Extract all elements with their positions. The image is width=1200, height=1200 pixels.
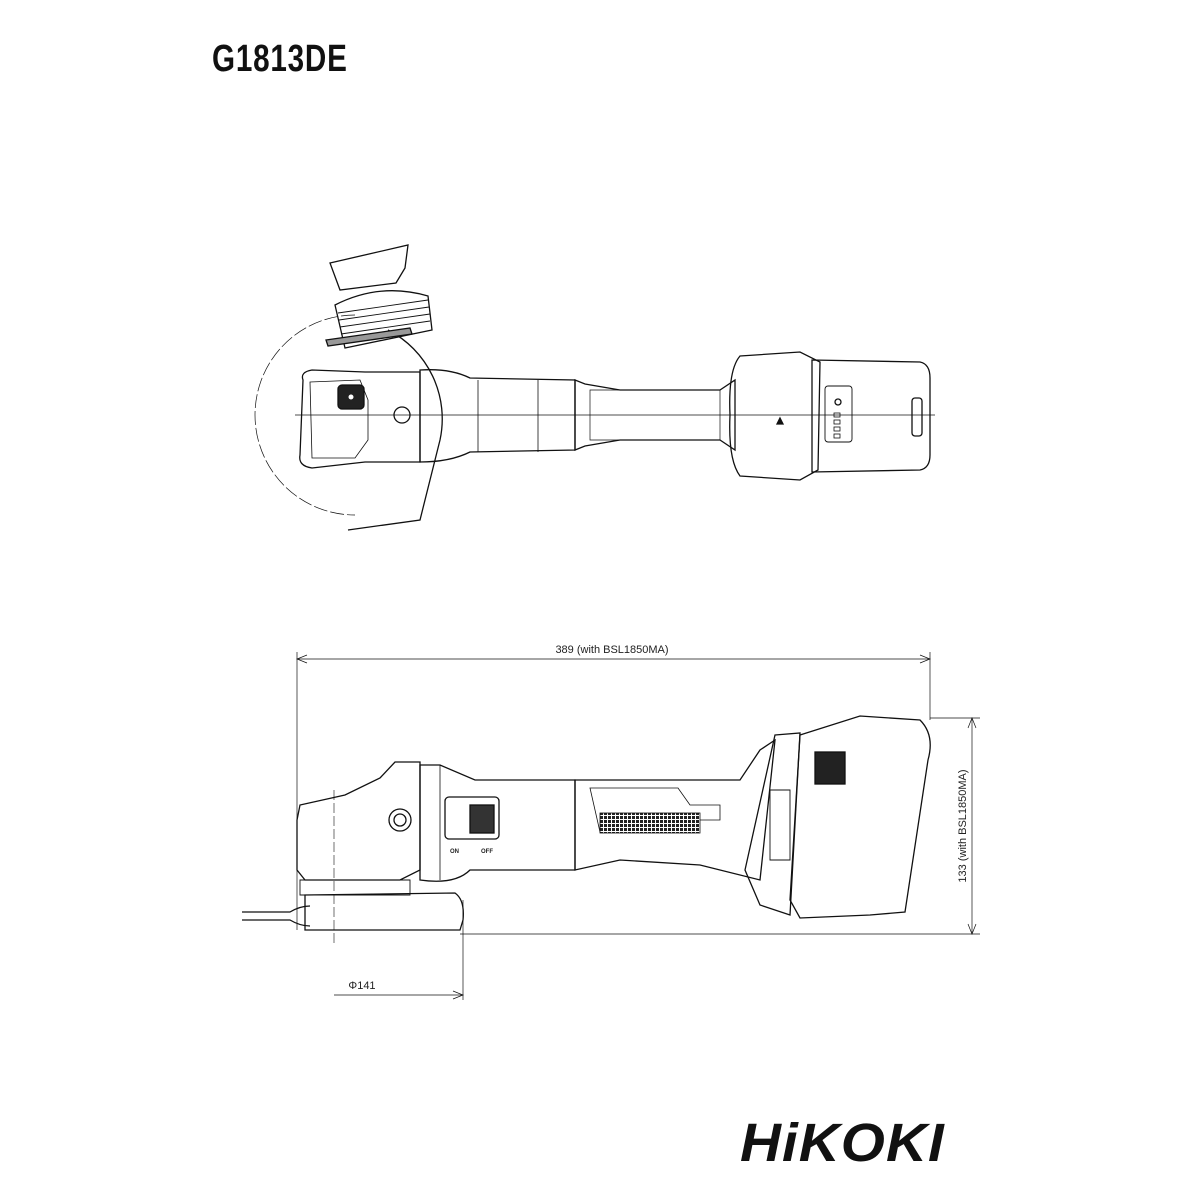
battery-mount — [744, 732, 801, 916]
motor-housing — [419, 764, 576, 882]
dimension-arrows — [296, 654, 931, 664]
disc-dimension-label: Φ141 — [348, 980, 375, 992]
gear-head — [296, 761, 421, 881]
battery-level-leds — [833, 412, 841, 439]
power-switch — [444, 796, 500, 840]
top-view — [254, 244, 935, 531]
switch-slider — [469, 804, 495, 834]
battery-mount — [729, 351, 821, 481]
battery-check-icon — [834, 398, 842, 406]
disc-outline — [254, 314, 356, 516]
spindle-lock-button — [388, 808, 412, 832]
spindle-lock-inner — [393, 813, 407, 827]
battery-indicator-panel — [824, 385, 853, 443]
wheel-guard — [304, 892, 464, 931]
gear-base — [299, 879, 411, 896]
side-handle-grip — [329, 244, 409, 291]
side-handle-flange — [325, 327, 413, 347]
battery-latch — [911, 397, 923, 437]
side-view: 389 (with BSL1850MA) 133 (with BSL1850MA… — [242, 644, 980, 1000]
thread-lines — [337, 299, 431, 335]
battery-pack — [789, 715, 931, 919]
gear-head-panel — [309, 379, 369, 459]
length-dimension-label: 389 (with BSL1850MA) — [555, 644, 668, 656]
switch-off-label: OFF — [481, 849, 493, 855]
model-title: G1813DE — [212, 38, 348, 80]
handle-grip — [574, 378, 736, 452]
battery-release-button — [814, 751, 846, 785]
arrow-mark-icon — [775, 416, 785, 425]
battery-pack — [811, 359, 931, 473]
dimension-arrows — [967, 717, 977, 935]
handle-grip — [574, 738, 776, 881]
height-dimension-label: 133 (with BSL1850MA) — [957, 769, 969, 882]
spindle-lock-dot — [348, 394, 354, 400]
motor-housing — [419, 369, 576, 463]
grip-inner — [589, 389, 721, 441]
grip-texture — [599, 812, 701, 834]
side-handle-threads — [334, 290, 433, 349]
disc-edge — [242, 905, 311, 927]
spindle-icon — [393, 406, 411, 424]
hikoki-logo: HiKOKI — [740, 1113, 945, 1173]
dimension-arrow — [452, 990, 464, 1000]
wheel-guard — [347, 329, 443, 531]
battery-latch — [769, 789, 791, 861]
switch-on-label: ON — [450, 849, 459, 855]
